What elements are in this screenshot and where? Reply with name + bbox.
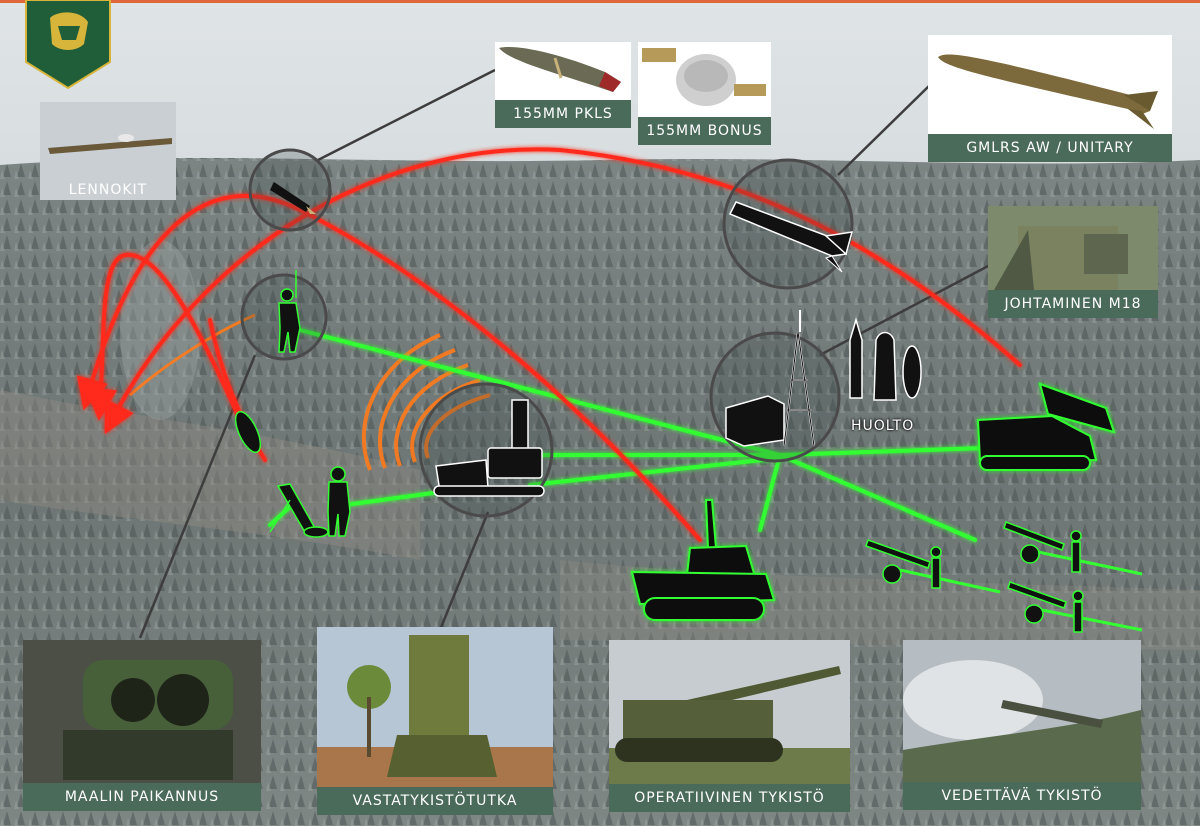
soldier-icon xyxy=(278,270,301,353)
vedettava-caption: VEDETTÄVÄ TYKISTÖ xyxy=(903,782,1141,810)
bonus-caption: 155MM BONUS xyxy=(638,117,771,145)
operatiivinen-caption: OPERATIIVINEN TYKISTÖ xyxy=(609,784,850,812)
command-photo xyxy=(988,206,1158,290)
mortar-icon xyxy=(269,466,351,538)
rocket-launcher-icon xyxy=(976,382,1116,471)
huolto-label: HUOLTO xyxy=(851,418,915,434)
mortar-bomb-icon xyxy=(234,410,262,454)
lennokit-caption: LENNOKIT xyxy=(68,182,148,198)
howitzer-photo xyxy=(609,640,850,784)
bonus-photo xyxy=(638,42,771,117)
fire-trajectories xyxy=(76,147,1022,542)
self-propelled-howitzer-icon xyxy=(630,499,776,621)
johtaminen-caption: JOHTAMINEN M18 xyxy=(988,290,1158,318)
artillery-shell-icon xyxy=(270,182,316,214)
radar-photo xyxy=(317,627,553,787)
towed-artillery-photo xyxy=(903,640,1141,782)
maalin-caption: MAALIN PAIKANNUS xyxy=(23,783,261,811)
vastatykisto-caption: VASTATYKISTÖTUTKA xyxy=(317,787,553,815)
target-acquisition-photo xyxy=(23,640,261,783)
gmlrs-caption: GMLRS AW / UNITARY xyxy=(928,134,1172,162)
shell-photo xyxy=(495,42,631,100)
command-post-icon xyxy=(725,310,815,447)
radar-vehicle-icon xyxy=(433,399,545,497)
lion-shield-emblem xyxy=(25,0,111,90)
ammunition-icon xyxy=(849,317,922,401)
pkls-caption: 155MM PKLS xyxy=(495,100,631,128)
drone-photo xyxy=(40,102,176,200)
guided-rocket-icon xyxy=(728,201,854,273)
data-links xyxy=(268,328,987,542)
gmlrs-photo xyxy=(928,35,1172,134)
towed-gun-icon xyxy=(865,521,1143,633)
